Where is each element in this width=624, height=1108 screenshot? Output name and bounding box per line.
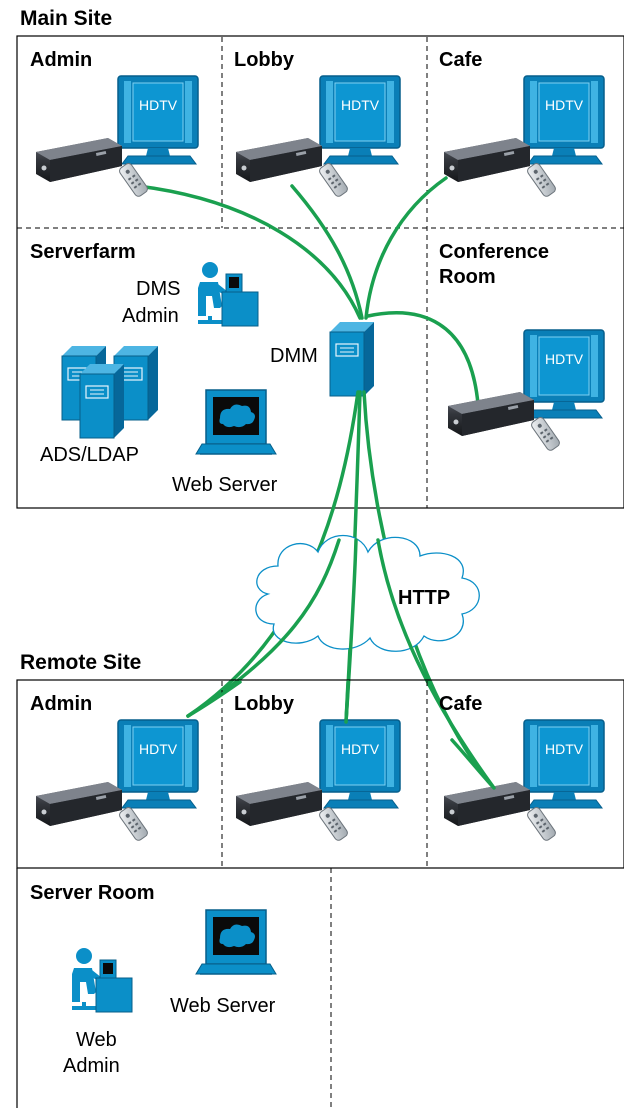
dmm-label: DMM — [270, 345, 318, 367]
hdtv-label: HDTV — [139, 97, 178, 113]
hdtv-remote-admin: HDTV — [117, 719, 199, 809]
link-cafe-dmm — [364, 176, 448, 320]
remote-web-server-icon — [195, 909, 277, 975]
link-admin-dmm — [136, 184, 362, 320]
link-lobby-dmm — [290, 184, 364, 320]
link-end-remote-lobby — [344, 680, 350, 724]
remote-site-frame-top — [16, 679, 624, 869]
remote-web-server-label: Web Server — [170, 995, 276, 1017]
hdtv-label: HDTV — [341, 97, 380, 113]
link-cloud-segment-cafe — [376, 538, 496, 790]
main-web-server-icon — [195, 389, 277, 455]
link-end-remote-admin — [186, 680, 242, 718]
room-title-conference-line2: Room — [439, 266, 496, 288]
room-title-serverfarm: Serverfarm — [30, 241, 136, 263]
hdtv-label: HDTV — [139, 741, 178, 757]
hdtv-main-lobby: HDTV — [319, 75, 401, 165]
main-site-frame — [16, 35, 624, 509]
web-admin-label-line1: Web — [76, 1029, 117, 1051]
hdtv-label: HDTV — [341, 741, 380, 757]
hdtv-label: HDTV — [545, 97, 584, 113]
link-dmm-conference — [366, 311, 480, 406]
main-site-title: Main Site — [20, 7, 112, 30]
dms-admin-person-icon — [197, 261, 259, 327]
room-title-remote-lobby: Lobby — [234, 693, 295, 715]
http-label: HTTP — [398, 587, 450, 609]
room-title-remote-cafe: Cafe — [439, 693, 482, 715]
hdtv-label: HDTV — [545, 741, 584, 757]
main-web-server-label: Web Server — [172, 474, 278, 496]
hdtv-main-admin: HDTV — [117, 75, 199, 165]
dmm-server-icon — [329, 321, 375, 397]
room-title-conference-line1: Conference — [439, 241, 549, 263]
hdtv-label: HDTV — [545, 351, 584, 367]
remote-site-title: Remote Site — [20, 651, 141, 674]
hdtv-main-cafe: HDTV — [523, 75, 605, 165]
room-title-main-cafe: Cafe — [439, 49, 482, 71]
web-admin-label-line2: Admin — [63, 1055, 120, 1077]
dms-label-line1: DMS — [136, 278, 180, 300]
ads-ldap-label: ADS/LDAP — [40, 444, 139, 466]
link-end-remote-cafe — [450, 738, 496, 790]
room-title-main-admin: Admin — [30, 49, 92, 71]
hdtv-remote-lobby: HDTV — [319, 719, 401, 809]
dms-label-line2: Admin — [122, 305, 179, 327]
http-cloud-icon — [255, 535, 480, 652]
web-admin-person-icon — [71, 947, 133, 1013]
room-title-main-lobby: Lobby — [234, 49, 295, 71]
room-title-remote-admin: Admin — [30, 693, 92, 715]
hdtv-remote-cafe: HDTV — [523, 719, 605, 809]
room-title-server-room: Server Room — [30, 882, 155, 904]
hdtv-conference: HDTV — [523, 329, 605, 419]
ads-ldap-servers-icon — [61, 345, 159, 439]
